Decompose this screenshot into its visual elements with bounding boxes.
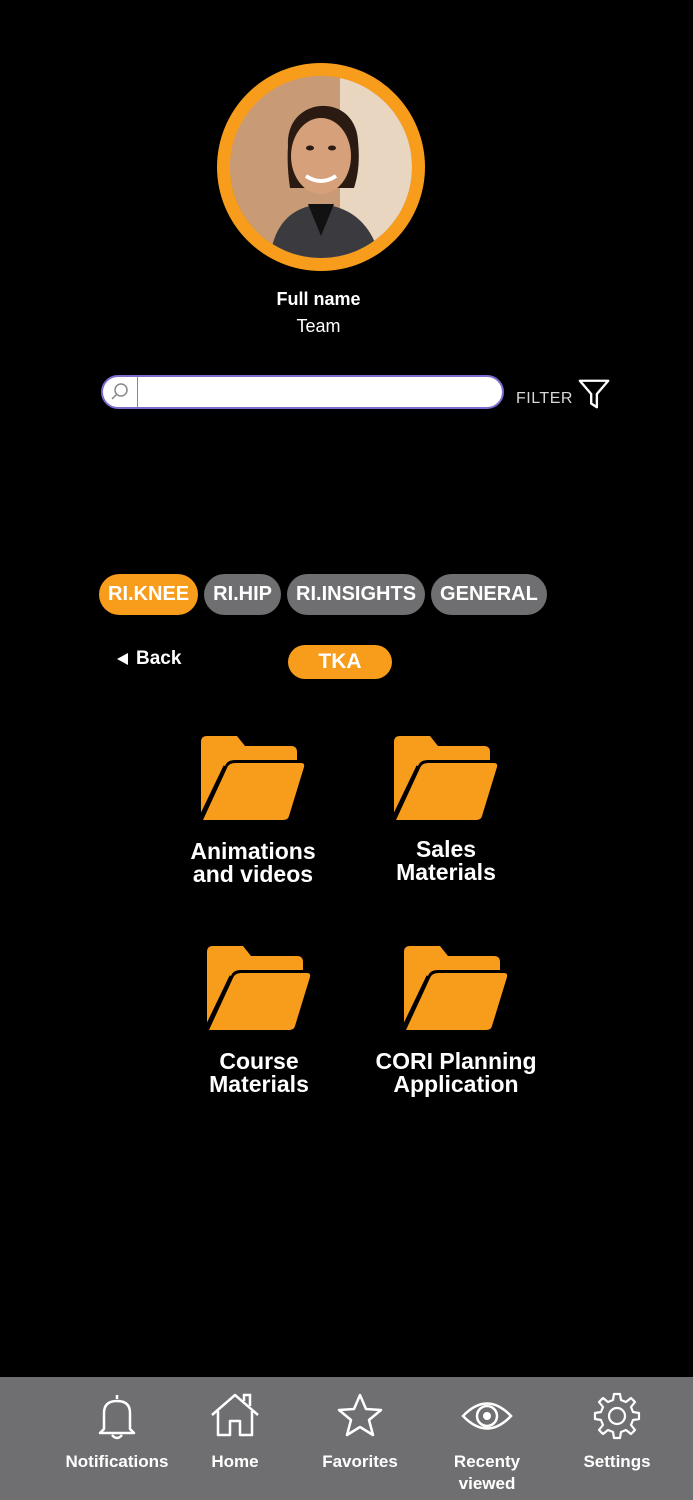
- bell-icon: [98, 1395, 136, 1440]
- nav-label: Settings: [583, 1452, 651, 1471]
- nav-label: Recenty viewed: [453, 1452, 521, 1493]
- folder-label: Animations and videos: [190, 838, 316, 887]
- folder-icon: [404, 946, 508, 1030]
- folder-icon: [207, 946, 311, 1030]
- back-label: Back: [136, 648, 182, 669]
- home-icon: [211, 1393, 259, 1437]
- tab-ri-insights[interactable]: RI.INSIGHTS: [287, 574, 426, 615]
- filter-label: FILTER: [516, 390, 573, 407]
- tab-ri-hip[interactable]: RI.HIP: [204, 574, 282, 615]
- eye-icon: [461, 1402, 513, 1430]
- nav-settings[interactable]: Settings: [557, 1391, 677, 1473]
- folder-course-materials[interactable]: Course Materials: [179, 946, 339, 1096]
- star-icon: [337, 1393, 383, 1437]
- folder-label: Course Materials: [209, 1048, 309, 1097]
- filter-icon: [578, 379, 610, 409]
- tab-general[interactable]: GENERAL: [431, 574, 547, 615]
- bottom-nav: Notifications Home Favorites Recenty vie…: [0, 1377, 693, 1500]
- avatar[interactable]: [217, 63, 425, 271]
- nav-favorites[interactable]: Favorites: [300, 1391, 420, 1473]
- nav-label: Notifications: [65, 1452, 169, 1471]
- back-arrow-icon: [117, 653, 128, 665]
- search-icon[interactable]: [103, 377, 138, 407]
- folder-cori-planning-application[interactable]: CORI Planning Application: [366, 946, 546, 1096]
- folder-animations-videos[interactable]: Animations and videos: [173, 736, 333, 886]
- tab-ri-knee[interactable]: RI.KNEE: [99, 574, 199, 615]
- current-folder-badge: TKA: [288, 645, 392, 679]
- folder-sales-materials[interactable]: Sales Materials: [366, 736, 526, 884]
- nav-label: Home: [211, 1452, 259, 1471]
- nav-label: Favorites: [322, 1452, 398, 1471]
- avatar-photo: [230, 76, 412, 258]
- search-bar: [101, 375, 504, 409]
- back-button[interactable]: Back: [117, 648, 181, 670]
- filter-button[interactable]: FILTER: [516, 376, 611, 412]
- nav-notifications[interactable]: Notifications: [57, 1391, 177, 1473]
- folder-icon: [201, 736, 305, 820]
- nav-recently-viewed[interactable]: Recenty viewed: [427, 1391, 547, 1495]
- category-tabs: RI.KNEE RI.HIP RI.INSIGHTS GENERAL: [99, 574, 547, 615]
- folder-icon: [394, 736, 498, 820]
- search-input[interactable]: [139, 379, 498, 407]
- nav-home[interactable]: Home: [175, 1391, 295, 1473]
- profile-team: Team: [296, 316, 341, 336]
- folder-label: CORI Planning Application: [375, 1048, 537, 1097]
- profile-full-name: Full name: [276, 289, 361, 309]
- gear-icon: [593, 1392, 641, 1440]
- folder-label: Sales Materials: [396, 836, 496, 885]
